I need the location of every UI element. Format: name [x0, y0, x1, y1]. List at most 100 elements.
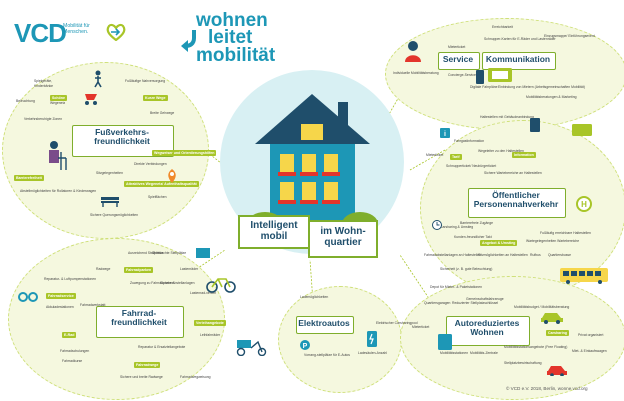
fuss-item-16: Spielflächen: [148, 195, 167, 199]
service-item-2: Concierge-Service: [448, 73, 476, 77]
oepnv-title-2: Personennahverkehr: [473, 199, 559, 210]
service-item-0: Individuelle Mobilitätsberatung: [393, 71, 439, 75]
oepnv-item-8: Kunden-freundlicher Takt: [454, 235, 492, 239]
elektro-item-0: Lademöglichkeiten: [300, 295, 329, 299]
oepnv-item-5: Wegeleiter zu den Haltestellen: [478, 149, 524, 153]
fuss-item-14: Sitzgelegenheiten: [96, 171, 123, 175]
fuss-item-8: Breite Gehwege: [150, 111, 175, 115]
fuss-item-0: Spielgeräte,: [34, 79, 53, 83]
fuss-item-13: Direkte Verbindungen: [134, 162, 167, 166]
center-label-left: Intelligent mobil: [238, 215, 310, 249]
fuss-item-5: Fußläufige Nahversorgung: [125, 79, 166, 83]
auto-item-5: Mobilitätsstationsangebote (Free Floatin…: [504, 345, 568, 349]
charging-station-icon: [367, 331, 377, 347]
fuss-badge-wegweiser: Wegweiser und Orientierungshilfen: [152, 150, 217, 156]
oepnv-item-9: Barrierefreie Zugänge: [460, 221, 493, 225]
pedestrian-icon: [94, 70, 102, 88]
elektro-item-3: Elektrischer Carsharingpool: [376, 321, 418, 325]
auto-item-12: Mobilitätsbudget / Mobilitätsberatung: [514, 305, 570, 309]
car-red-icon: [547, 366, 567, 376]
auto-item-6: Reduzierter Stellplatzschlüssel: [452, 301, 499, 305]
auto-item-10: Miet- & Einkaufswagen: [572, 349, 607, 353]
center-right-2: quartier: [324, 237, 362, 248]
wlm-arrow-icon: [181, 30, 196, 52]
oepnv-title: Öffentlicher Personennahverkehr: [470, 190, 562, 210]
fahrrad-badge-erad: E-Rad: [62, 332, 77, 338]
fuss-item-1: Kinderbänke: [34, 84, 54, 88]
senior-icon: [49, 141, 67, 170]
elektro-title: Elektroautos: [298, 318, 350, 328]
wlm-logo: wohnen leitet mobilität: [196, 10, 276, 66]
vcd-tagline-1: Mobilität für: [63, 23, 90, 29]
autoreduziert-title: Autoreduziertes Wohnen: [448, 318, 526, 338]
center-label-right: im Wohn- quartier: [308, 220, 378, 258]
bike-box-icon: [196, 248, 210, 258]
oepnv-item-6: Sichere Wartebereiche an Haltestellen: [484, 171, 542, 175]
car-icon: [541, 313, 563, 324]
fahrrad-item-15: Sichere Abstellanlagen: [160, 281, 195, 285]
fahrrad-item-18: Fahrradkurse: [62, 359, 83, 363]
bus-icon: [560, 268, 608, 284]
service-item-1: Mieterticket: [448, 45, 466, 49]
fahrrad-item-8: Radwege: [96, 267, 111, 271]
fahrrad-item-6: Ausreichend Stellplätze: [128, 251, 164, 255]
oepnv-item-15: Fahrradabstellanlagen an Haltestellen: [424, 253, 482, 257]
oepnv-item-18: Carsharing & Umstieg: [440, 225, 474, 229]
komm-item-3: Digitale Fahrpläne: [470, 85, 498, 89]
svg-text:H: H: [581, 200, 587, 209]
fahrrad-badge-verleih: Verleihangebote: [194, 320, 226, 326]
fuss-badge-kurze-wege: Kurze Wege: [143, 95, 168, 101]
svg-text:P: P: [303, 343, 308, 350]
autoreduziert-label: [446, 316, 530, 346]
wlm-word-1: wohnen: [196, 10, 268, 31]
elektro-label: [296, 316, 354, 334]
kommunikation-label: [482, 52, 556, 70]
phone-icon: [476, 70, 484, 84]
mobility-station-icon: [438, 334, 452, 350]
fuss-badge-barrierefreiheit: Barrierefreiheit: [14, 175, 44, 181]
auto-item-7: Quartiersgaragen: [424, 301, 451, 305]
fahrrad-item-14: Zuwegung zu Fahrradparken: [130, 281, 174, 285]
fuss-item-15: Sichere Querungsmöglichkeiten: [90, 213, 139, 217]
fahrrad-item-16: Reparatur & Ersatzteilangebote: [138, 345, 186, 349]
vcd-heart-icon: [106, 23, 126, 41]
fahrrad-title-1: Fahrrad-: [121, 308, 157, 318]
fahrrad-item-9: Reparatur- & Luftpumpenstationen: [44, 277, 97, 281]
fahrrad-badge-wege: Fahrradwege: [134, 362, 161, 368]
fahrrad-badge-parken: Fahrradparken: [124, 267, 154, 273]
oepnv-label: [468, 188, 566, 218]
elektro-bubble: [278, 286, 402, 393]
fuss-item-7: Verkehrsberuhigte Zonen: [24, 117, 63, 121]
service-item-3: Erreichbarkeit: [492, 25, 513, 29]
kommunikation-title: Kommunikation: [485, 54, 551, 64]
service-label: [438, 52, 480, 70]
oepnv-item-0: Mieterticket: [426, 153, 444, 157]
fahrrad-label: [96, 306, 184, 338]
center-right-1: im Wohn-: [320, 226, 366, 237]
komm-item-0: Einzugsmappe/ Einführungsevent: [544, 34, 595, 38]
svg-text:i: i: [444, 131, 446, 138]
auto-badge-carsharing: Carsharing: [546, 330, 569, 336]
fahrrad-title: Fahrrad- freundlichkeit: [98, 308, 180, 328]
fahrrad-item-19: Leihfahrräder: [200, 333, 221, 337]
wlm-word-3: mobilität: [196, 44, 276, 66]
fuss-item-3: Wegenetz: [50, 101, 66, 105]
autoreduziert-title-2: Wohnen: [470, 327, 504, 338]
auto-item-4: Gemeinschaftsfahrzeuge: [466, 297, 504, 301]
center-left-1: Intelligent: [250, 220, 298, 231]
advisor-icon: [405, 41, 421, 62]
ticket-icon: [488, 68, 512, 82]
bench-icon: [101, 197, 119, 207]
vcd-tagline-2: Menschen.: [63, 28, 89, 35]
oepnv-badge-information: Information: [512, 152, 536, 158]
auto-item-1: Mieterticket: [412, 325, 430, 329]
clock-icon: [432, 220, 442, 230]
oepnv-title-1: Öffentlicher: [492, 190, 540, 200]
elektro-item-1: Vorrang-stellplätze für E-Autos: [304, 353, 350, 357]
fuss-title: Fußverkehrs- freundlichkeit: [74, 127, 170, 147]
oepnv-item-4: Fahrgastinformation: [454, 139, 485, 143]
auto-item-8: Stellplatzbewirtschaftung: [504, 361, 542, 365]
ticket-card-icon: [572, 124, 592, 136]
fahrrad-item-11: Akkuladestationen: [46, 305, 74, 309]
